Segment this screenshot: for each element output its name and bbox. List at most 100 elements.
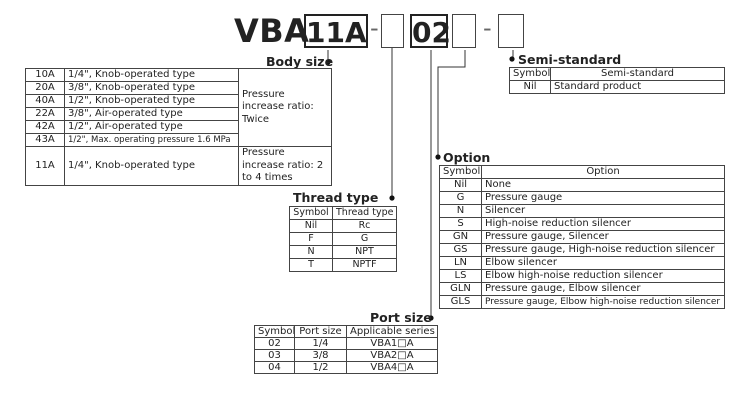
port-size-value: 1/2 — [294, 361, 347, 374]
option-description: Elbow silencer — [481, 256, 725, 270]
column-header-symbol: Symbol — [289, 206, 333, 220]
port-symbol: 02 — [254, 337, 295, 350]
port-size-heading: Port size — [370, 310, 432, 325]
body-size-heading: Body size — [266, 54, 334, 69]
column-header-semi-standard: Semi-standard — [550, 67, 725, 81]
table-row: S High-noise reduction silencer — [439, 217, 725, 231]
body-size-table: 10A 1/4", Knob-operated type Pressure in… — [25, 68, 332, 186]
applicable-series: VBA2□A — [346, 349, 438, 362]
option-heading: Option — [443, 150, 491, 165]
pressure-ratio-2-to-4: Pressure increase ratio: 2 to 4 times — [238, 146, 332, 186]
port-symbol: 04 — [254, 361, 295, 374]
body-size-code: 20A — [25, 81, 65, 95]
option-symbol: Nil — [439, 178, 482, 192]
table-row: 40A 1/2", Knob-operated type — [25, 94, 332, 108]
applicable-series: VBA4□A — [346, 361, 438, 374]
option-box — [452, 14, 476, 48]
body-size-code: 42A — [25, 120, 65, 134]
column-header-thread-type: Thread type — [332, 206, 397, 220]
option-symbol: N — [439, 204, 482, 218]
table-header-row: Symbol Thread type — [289, 206, 397, 220]
table-row: LN Elbow silencer — [439, 256, 725, 270]
port-symbol: 03 — [254, 349, 295, 362]
body-size-code: 40A — [25, 94, 65, 108]
pressure-ratio-twice: Pressure increase ratio: Twice — [238, 68, 332, 147]
column-header-symbol: Symbol — [439, 165, 482, 179]
option-symbol: GS — [439, 243, 482, 257]
option-symbol: GN — [439, 230, 482, 244]
option-description: Silencer — [481, 204, 725, 218]
body-size-description: 1/4", Knob-operated type — [64, 68, 239, 82]
thread-symbol: Nil — [289, 219, 333, 233]
body-size-description: 1/2", Max. operating pressure 1.6 MPa — [64, 133, 239, 147]
option-symbol: G — [439, 191, 482, 205]
table-row: 10A 1/4", Knob-operated type Pressure in… — [25, 68, 332, 147]
thread-symbol: T — [289, 258, 333, 272]
thread-type-table: Symbol Thread type Nil Rc F G N NPT T NP… — [289, 206, 397, 272]
option-leader — [437, 50, 466, 155]
table-row: N NPT — [289, 245, 397, 259]
table-header-row: Symbol Port size Applicable series — [254, 325, 438, 338]
body-size-code: 43A — [25, 133, 65, 147]
table-row: Nil None — [439, 178, 725, 192]
table-row: Nil Standard product — [509, 80, 725, 94]
option-description: Pressure gauge, Elbow silencer — [481, 282, 725, 296]
model-dash-1: - — [370, 14, 379, 42]
body-size-description: 3/8", Air-operated type — [64, 107, 239, 121]
table-row: LS Elbow high-noise reduction silencer — [439, 269, 725, 283]
model-dash-2: - — [483, 14, 492, 42]
table-row: 04 1/2 VBA4□A — [254, 361, 438, 374]
thread-symbol: N — [289, 245, 333, 259]
thread-type-dot — [389, 195, 395, 201]
semi-standard-box — [498, 14, 524, 48]
table-row: Nil Rc — [289, 219, 397, 233]
option-description: Pressure gauge, Silencer — [481, 230, 725, 244]
column-header-port-size: Port size — [294, 325, 347, 338]
option-description: None — [481, 178, 725, 192]
table-row: 02 1/4 VBA1□A — [254, 337, 438, 350]
body-size-code: 10A — [25, 68, 65, 82]
thread-symbol: F — [289, 232, 333, 246]
column-header-symbol: Symbol — [509, 67, 551, 81]
body-size-code: 11A — [25, 146, 65, 186]
option-description: Pressure gauge, Elbow high-noise reducti… — [481, 295, 725, 309]
table-header-row: Symbol Option — [439, 165, 725, 179]
body-size-description: 1/4", Knob-operated type — [64, 146, 239, 186]
semi-standard-table: Symbol Semi-standard Nil Standard produc… — [509, 67, 725, 94]
option-symbol: LS — [439, 269, 482, 283]
applicable-series: VBA1□A — [346, 337, 438, 350]
table-row: 22A 3/8", Air-operated type — [25, 107, 332, 121]
body-size-code: 22A — [25, 107, 65, 121]
table-row: GS Pressure gauge, High-noise reduction … — [439, 243, 725, 257]
option-description: High-noise reduction silencer — [481, 217, 725, 231]
port-size-code-box: 02 — [410, 14, 451, 49]
option-dot — [435, 154, 441, 160]
thread-value: NPTF — [332, 258, 397, 272]
thread-value: NPT — [332, 245, 397, 259]
option-symbol: S — [439, 217, 482, 231]
body-size-description: 1/2", Knob-operated type — [64, 94, 239, 108]
thread-type-box — [381, 14, 404, 48]
option-description: Pressure gauge — [481, 191, 725, 205]
body-size-dot — [325, 59, 331, 65]
port-size-value: 3/8 — [294, 349, 347, 362]
table-row: GN Pressure gauge, Silencer — [439, 230, 725, 244]
table-row: F G — [289, 232, 397, 246]
option-symbol: LN — [439, 256, 482, 270]
table-row: 03 3/8 VBA2□A — [254, 349, 438, 362]
body-size-description: 3/8", Knob-operated type — [64, 81, 239, 95]
option-table: Symbol Option Nil None G Pressure gauge … — [439, 165, 725, 309]
thread-type-leader — [383, 29, 393, 198]
model-prefix: VBA — [234, 12, 310, 50]
port-size-table: Symbol Port size Applicable series 02 1/… — [254, 325, 438, 374]
option-symbol: GLS — [439, 295, 482, 309]
port-size-value: 1/4 — [294, 337, 347, 350]
option-description: Pressure gauge, High-noise reduction sil… — [481, 243, 725, 257]
column-header-symbol: Symbol — [254, 325, 295, 338]
port-size-dot — [428, 315, 434, 321]
body-size-code-box: 11A — [304, 14, 368, 49]
table-row: G Pressure gauge — [439, 191, 725, 205]
semi-standard-description: Standard product — [550, 80, 725, 94]
table-row: T NPTF — [289, 258, 397, 272]
table-header-row: Symbol Semi-standard — [509, 67, 725, 81]
